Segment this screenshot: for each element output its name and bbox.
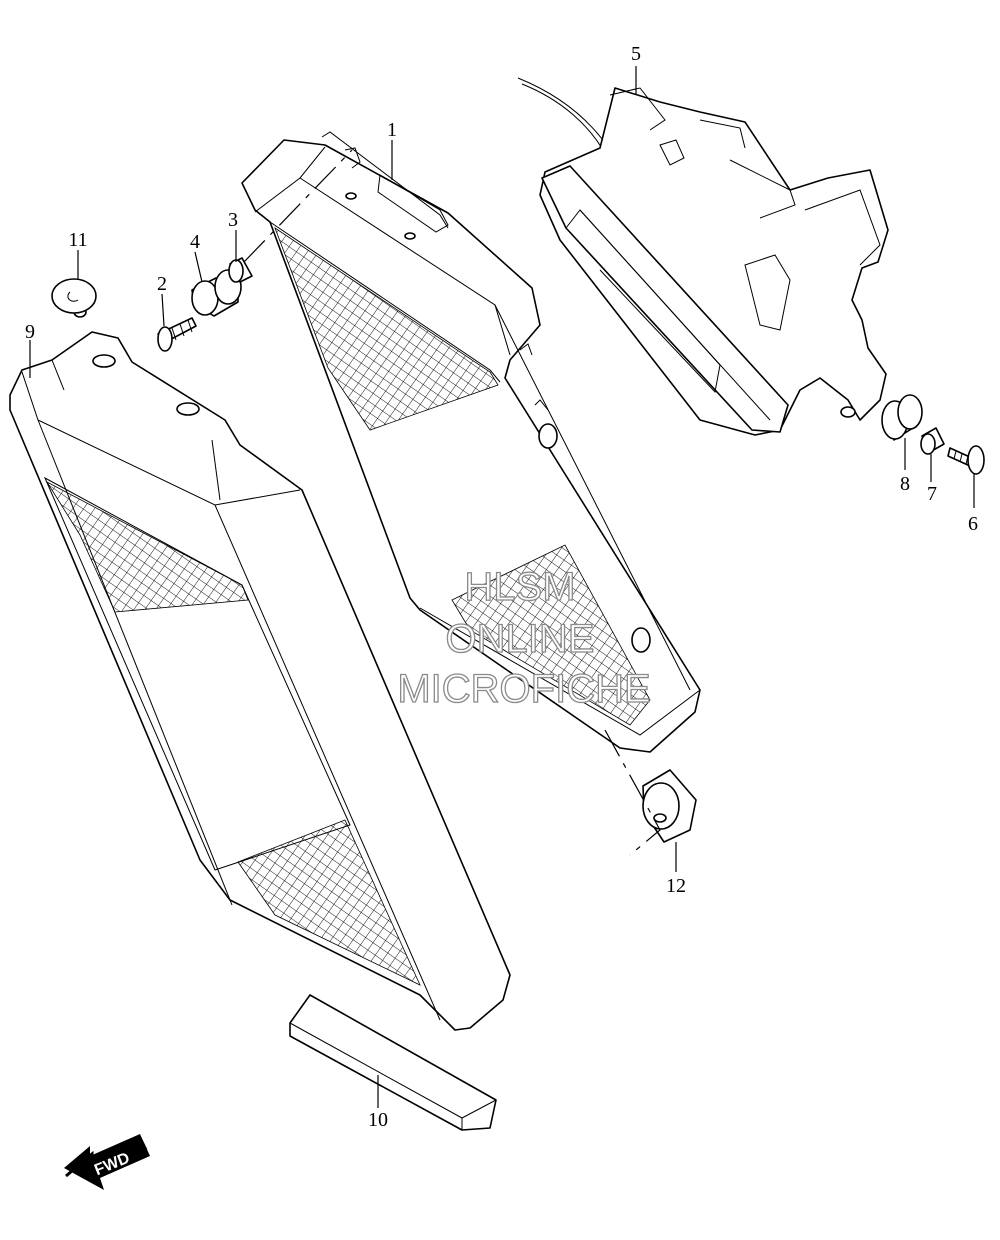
fan-shroud xyxy=(517,77,889,436)
part-7-collar xyxy=(920,427,945,455)
part-12-rubber-mount xyxy=(642,769,697,843)
callouts: 1 2 3 4 5 6 7 8 9 10 11 12 xyxy=(25,43,978,1131)
callout-6: 6 xyxy=(968,513,978,535)
watermark-line-2: ONLINE xyxy=(446,617,595,661)
callout-2: 2 xyxy=(157,273,167,295)
radiator-cover xyxy=(9,331,511,1031)
callout-9: 9 xyxy=(25,321,35,343)
part-8-rubber-mount xyxy=(881,394,923,441)
part-11-grommet xyxy=(51,278,97,318)
radiator-core-mesh-upper xyxy=(274,226,499,431)
watermark: HLSM ONLINE MICROFICHE xyxy=(397,564,652,711)
callout-8: 8 xyxy=(900,473,910,495)
part-2-bolt xyxy=(157,317,197,352)
radiator xyxy=(241,131,701,753)
watermark-line-3: MICROFICHE xyxy=(397,667,650,711)
callout-11: 11 xyxy=(68,229,87,251)
watermark-line-1: HLSM xyxy=(464,565,575,609)
callout-7: 7 xyxy=(927,483,937,505)
leader-lines xyxy=(29,66,975,1108)
part-10-seal-strip xyxy=(289,994,497,1131)
callout-4: 4 xyxy=(190,231,200,253)
callout-5: 5 xyxy=(631,43,641,65)
part-3-collar xyxy=(228,257,253,283)
callout-1: 1 xyxy=(387,119,397,141)
cover-mesh-upper xyxy=(45,480,249,613)
callout-12: 12 xyxy=(666,875,686,897)
radiator-core-mesh-lower xyxy=(451,544,651,726)
callout-3: 3 xyxy=(228,209,238,231)
part-4-rubber-mount xyxy=(191,269,242,317)
part-6-bolt xyxy=(947,445,985,475)
cover-mesh-lower xyxy=(237,819,421,986)
fwd-arrow-icon: FWD xyxy=(64,1134,150,1190)
callout-10: 10 xyxy=(368,1109,388,1131)
